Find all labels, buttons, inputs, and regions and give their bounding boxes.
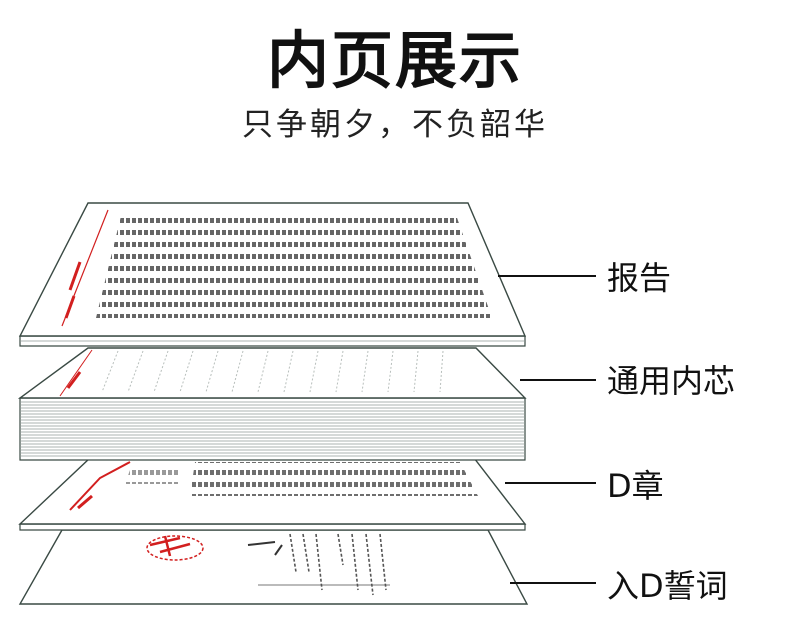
layer-label-core: 通用内芯 xyxy=(607,362,736,400)
page-title: 内页展示 xyxy=(266,24,523,97)
stamped-page xyxy=(18,457,527,531)
layer-label-stamp: D章 xyxy=(607,467,664,505)
report-page xyxy=(18,202,527,347)
layer-label-oath: 入D誓词 xyxy=(607,567,728,605)
layer-label-report: 报告 xyxy=(607,259,672,297)
leader-lines xyxy=(498,275,596,584)
page-subtitle: 只争朝夕，不负韶华 xyxy=(242,107,548,143)
oath-page xyxy=(18,529,529,605)
oath-seal-icon xyxy=(146,535,204,561)
ruled-paper-stack xyxy=(17,347,527,461)
